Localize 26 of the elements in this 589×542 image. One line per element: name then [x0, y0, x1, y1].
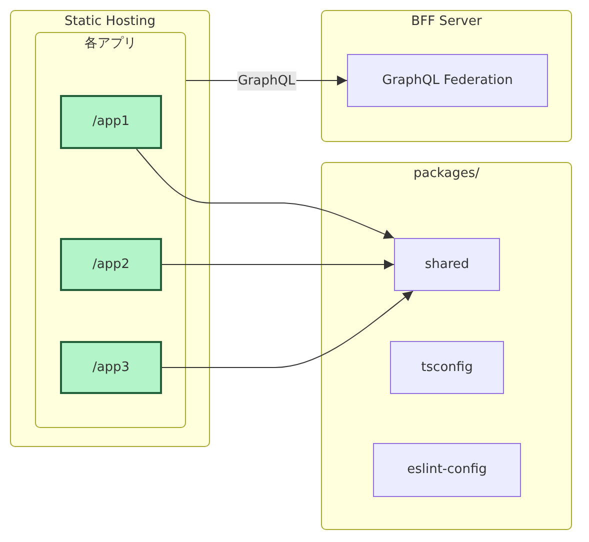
arrow [162, 260, 394, 270]
arrow [162, 290, 414, 368]
group-title: Static Hosting [64, 13, 156, 31]
process-box [60, 341, 162, 394]
group-title: BFF Server [411, 13, 482, 31]
node-label: shared [424, 256, 470, 274]
node-label: /app3 [92, 358, 130, 376]
process-box [60, 95, 162, 149]
group-title: packages/ [413, 165, 480, 183]
node-label: GraphQL Federation [382, 72, 513, 90]
node-label: /app2 [92, 256, 130, 274]
node-label: eslint-config [407, 461, 487, 479]
arrow [136, 148, 394, 239]
group-panel [10, 10, 210, 447]
process-box [347, 54, 548, 107]
process-box [394, 238, 500, 291]
group-title: 各アプリ [84, 35, 136, 53]
group-panel [321, 162, 572, 530]
process-box [390, 341, 504, 394]
group-panel [321, 10, 572, 142]
group-panel [35, 32, 186, 428]
node-label: tsconfig [421, 358, 473, 376]
process-box [373, 443, 521, 497]
node-label: /app1 [92, 113, 130, 131]
process-box [60, 238, 162, 291]
edge-label: GraphQL [236, 71, 296, 90]
